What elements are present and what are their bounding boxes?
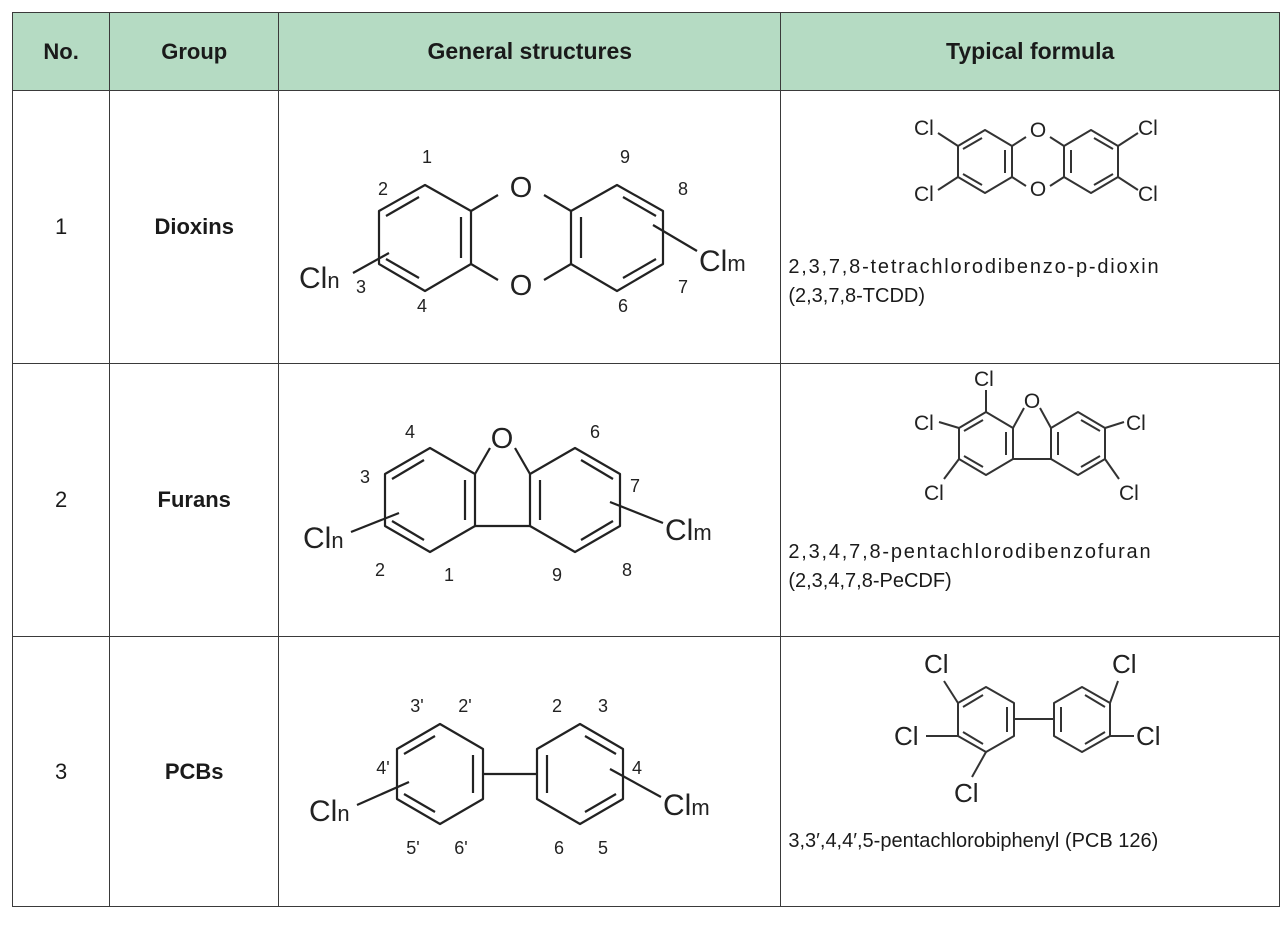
chlorine-atom: Cl <box>1136 721 1161 751</box>
oxygen-atom: O <box>1023 390 1039 413</box>
header-no: No. <box>11 12 111 91</box>
substituent-left: Cln <box>303 522 344 555</box>
oxygen-atom: O <box>1029 178 1045 201</box>
header-structures: General structures <box>278 12 782 91</box>
group-name: PCBs <box>109 636 280 907</box>
position-label: 2 <box>375 560 385 580</box>
ring-oxygen: O <box>490 423 513 455</box>
position-label: 4 <box>417 296 427 316</box>
header-formula: Typical formula <box>780 12 1280 91</box>
position-label: 3 <box>356 277 366 297</box>
position-label: 2 <box>378 179 388 199</box>
position-label: 8 <box>622 560 632 580</box>
position-label: 4 <box>632 758 642 778</box>
general-structure-cell: O O 1 2 3 4 6 7 8 9 Cln Clm <box>278 90 782 364</box>
typical-formula-cell: O Cl Cl Cl Cl Cl 2,3,4,7,8-pentachlorodi… <box>780 363 1280 637</box>
chlorine-atom: Cl <box>1119 482 1139 505</box>
position-label: 3' <box>410 696 423 716</box>
group-name: Dioxins <box>109 90 280 364</box>
chlorine-atom: Cl <box>924 482 944 505</box>
position-label: 3 <box>598 696 608 716</box>
position-label: 1 <box>444 565 454 585</box>
chlorine-atom: Cl <box>1138 117 1158 140</box>
position-label: 7 <box>678 277 688 297</box>
chlorine-atom: Cl <box>914 412 934 435</box>
position-label: 6' <box>454 838 467 858</box>
chlorine-atom: Cl <box>1138 183 1158 206</box>
position-label: 6 <box>618 296 628 316</box>
chlorine-atom: Cl <box>1126 412 1146 435</box>
position-label: 5 <box>598 838 608 858</box>
position-label: 9 <box>552 565 562 585</box>
oxygen-atom: O <box>1029 119 1045 142</box>
compound-name: 2,3,7,8-tetrachlorodibenzo-p-dioxin <box>788 256 1161 278</box>
substituent-left: Cln <box>299 262 340 295</box>
table-row-furans: 2 Furans O <box>11 363 1280 637</box>
row-number: 1 <box>11 90 111 364</box>
substituent-left: Cln <box>309 795 350 828</box>
compound-name: 2,3,4,7,8-pentachlorodibenzofuran <box>788 541 1153 563</box>
substituent-right: Clm <box>663 789 710 822</box>
position-label: 6 <box>554 838 564 858</box>
chlorine-atom: Cl <box>894 721 919 751</box>
typical-formula-cell: O O Cl Cl Cl Cl 2,3,7,8-tetrachlorodiben… <box>780 90 1280 364</box>
ring-oxygen: O <box>509 270 532 302</box>
position-label: 1 <box>422 147 432 167</box>
header-row: No. Group General structures Typical for… <box>11 12 1280 91</box>
furan-general-structure: O 4 3 2 1 6 7 8 9 Cln Clm <box>303 422 712 585</box>
substituent-right: Clm <box>665 514 712 547</box>
table-row-dioxins: 1 Dioxins <box>11 90 1280 364</box>
chlorine-atom: Cl <box>954 778 979 808</box>
pcb126-structure: Cl Cl Cl Cl Cl <box>894 649 1161 808</box>
compound-name: 3,3′,4,4′,5-pentachlorobiphenyl (PCB 126… <box>788 830 1159 852</box>
compound-abbreviation: (2,3,4,7,8-PeCDF) <box>788 570 952 592</box>
pcb-general-structure: 3' 2' 4' 5' 6' 2 3 4 6 5 Cln Clm <box>309 696 710 858</box>
table-row-pcbs: 3 PCBs 3' 2' 4' <box>11 636 1280 907</box>
congeners-table: No. Group General structures Typical for… <box>11 12 1280 907</box>
row-number: 2 <box>11 363 111 637</box>
position-label: 2 <box>552 696 562 716</box>
tcdd-structure: O O Cl Cl Cl Cl <box>914 117 1158 206</box>
pecdf-structure: O Cl Cl Cl Cl Cl <box>914 368 1146 505</box>
position-label: 5' <box>406 838 419 858</box>
position-label: 4 <box>405 422 415 442</box>
general-structure-cell: O 4 3 2 1 6 7 8 9 Cln Clm <box>278 363 782 637</box>
position-label: 8 <box>678 179 688 199</box>
header-group: Group <box>109 12 280 91</box>
position-label: 3 <box>360 467 370 487</box>
position-label: 2' <box>458 696 471 716</box>
substituent-right: Clm <box>699 245 746 278</box>
chlorine-atom: Cl <box>1112 649 1137 679</box>
compound-abbreviation: (2,3,7,8-TCDD) <box>788 285 926 307</box>
chlorine-atom: Cl <box>914 117 934 140</box>
general-structure-cell: 3' 2' 4' 5' 6' 2 3 4 6 5 Cln Clm <box>278 636 782 907</box>
ring-oxygen: O <box>509 172 532 204</box>
chlorine-atom: Cl <box>974 368 994 391</box>
position-label: 4' <box>376 758 389 778</box>
typical-formula-cell: Cl Cl Cl Cl Cl 3,3′,4,4′,5-pentachlorobi… <box>780 636 1280 907</box>
position-label: 7 <box>630 476 640 496</box>
chlorine-atom: Cl <box>924 649 949 679</box>
row-number: 3 <box>11 636 111 907</box>
dioxin-general-structure: O O 1 2 3 4 6 7 8 9 Cln Clm <box>299 147 746 316</box>
chlorine-atom: Cl <box>914 183 934 206</box>
position-label: 9 <box>620 147 630 167</box>
position-label: 6 <box>590 422 600 442</box>
group-name: Furans <box>109 363 280 637</box>
